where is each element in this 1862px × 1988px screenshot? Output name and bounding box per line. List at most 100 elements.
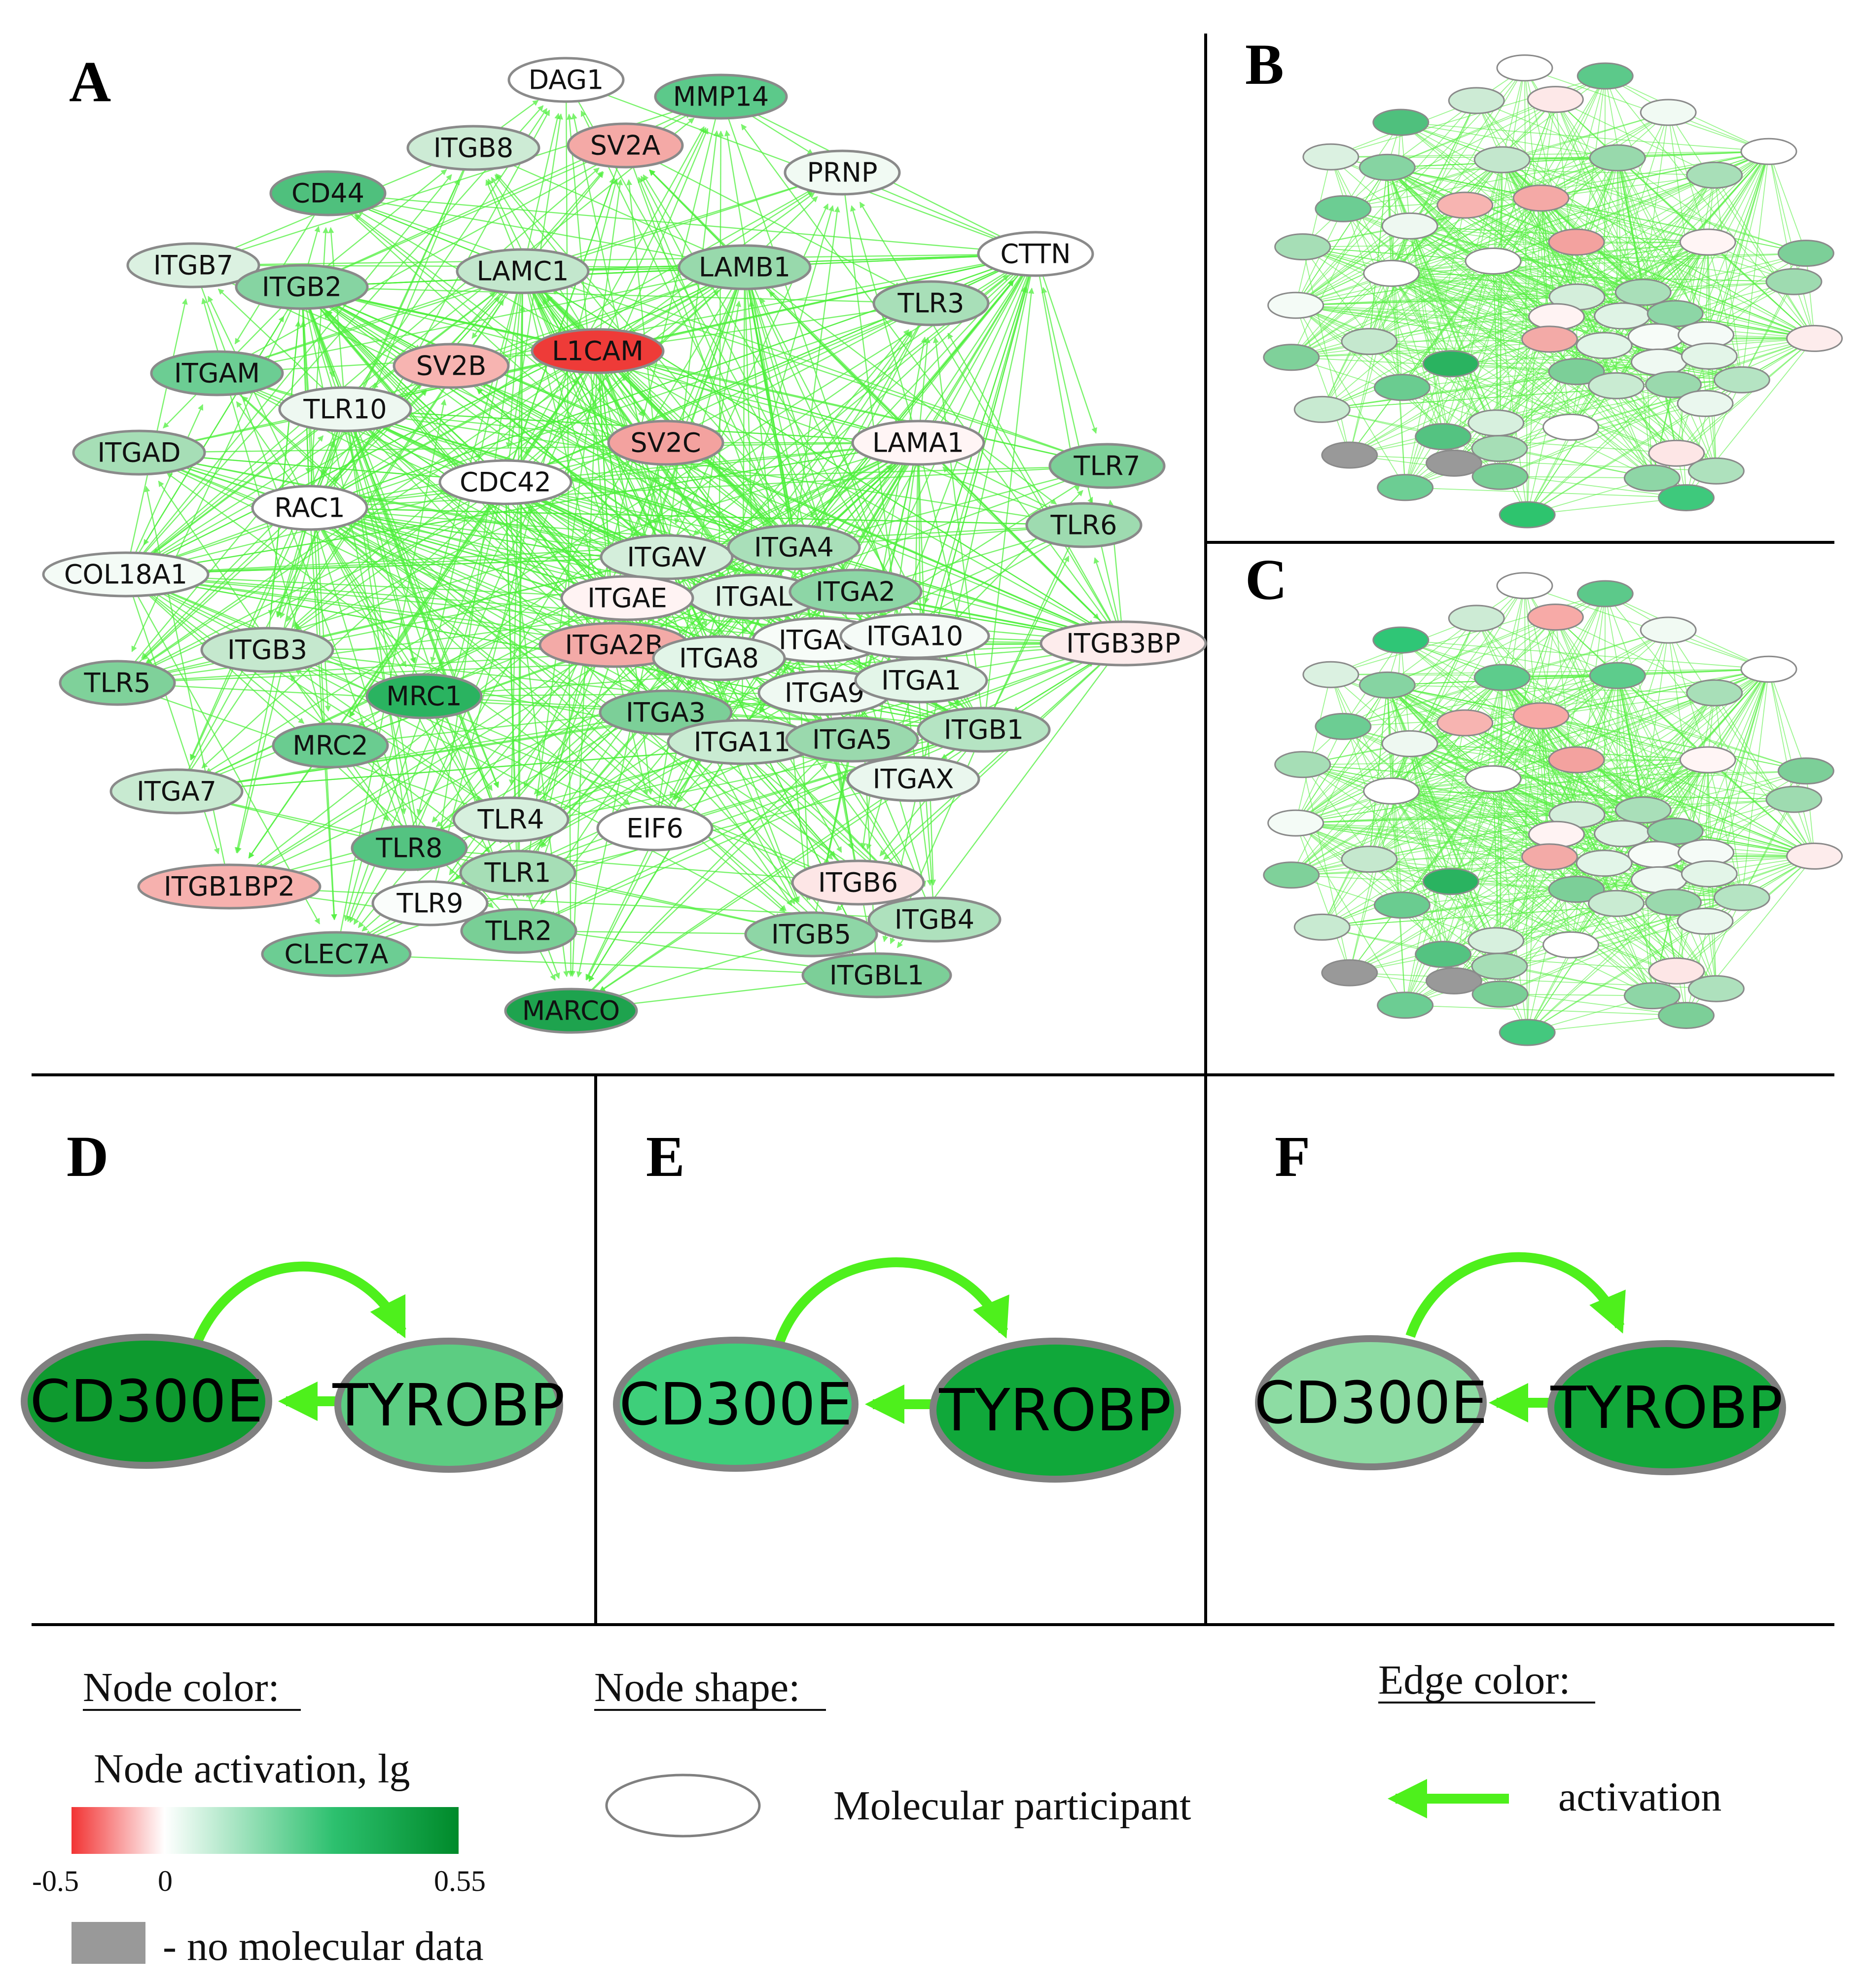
panel-f-cd300e-label: CD300E	[1254, 1369, 1487, 1437]
network-a-edge	[483, 273, 725, 356]
mini-network-edge	[1643, 112, 1670, 292]
network-a-edge	[307, 306, 416, 664]
network-a-node-shape	[1048, 443, 1166, 489]
mini-network-node	[1415, 941, 1472, 968]
network-a-edge	[507, 502, 570, 977]
network-a-node-shape	[126, 242, 260, 288]
network-a-node-shape	[109, 768, 244, 815]
network-a-node-shape	[867, 896, 1002, 943]
mini-network-node	[1594, 820, 1651, 848]
network-a-node-label: COL18A1	[64, 559, 187, 590]
panel-label-a: A	[69, 49, 111, 114]
network-a-edge	[814, 473, 1074, 543]
panel-e-cd300e-label: CD300E	[619, 1370, 852, 1438]
network-a-node-tlr7: TLR7	[1048, 443, 1166, 489]
network-a-node-label: DAG1	[529, 65, 604, 96]
mini-network-node	[1293, 913, 1351, 941]
network-a-node-shape	[727, 524, 861, 570]
network-a-edge	[526, 464, 1074, 483]
mini-network-edge	[1400, 122, 1541, 199]
mini-network-node	[1448, 604, 1505, 632]
network-a-node-mrc2: MRC2	[272, 722, 389, 769]
mini-network-edge	[1409, 225, 1687, 498]
mini-network-edge	[1387, 167, 1452, 364]
network-a-edge	[134, 404, 204, 556]
mini-network-node	[1640, 616, 1697, 644]
network-a-node-shape	[1025, 502, 1143, 548]
mini-network-node	[1359, 671, 1416, 699]
mini-network-node	[1786, 324, 1843, 352]
network-a-node-shape	[652, 635, 786, 681]
network-panel-b	[1263, 54, 1843, 529]
mini-network-node	[1548, 228, 1605, 256]
panel-borders	[32, 34, 1834, 1626]
network-a-node-label: TLR7	[1074, 451, 1141, 482]
network-a-edge	[527, 113, 560, 251]
network-a-edge	[796, 206, 840, 527]
mini-network-node	[1499, 501, 1556, 529]
network-a-node-label: ITGB4	[895, 904, 974, 935]
network-a-edge	[434, 178, 618, 884]
mini-network-edge	[1302, 246, 1494, 263]
legend: Node color: Node activation, lg -0.5 0 0…	[32, 1657, 1721, 1969]
mini-network-node	[1589, 144, 1646, 172]
mini-network-node	[1267, 291, 1325, 319]
network-a-edge	[318, 299, 640, 537]
network-a-node-shape	[977, 231, 1094, 277]
network-a-node-itga4: ITGA4	[727, 524, 861, 570]
network-a-edge	[328, 227, 344, 389]
network-a-node-shape	[531, 328, 665, 374]
network-a-node-shape	[72, 429, 206, 476]
network-a-node-label: ITGAM	[174, 358, 260, 389]
network-a-edge	[643, 154, 901, 288]
network-a-edge	[347, 429, 407, 815]
mini-network-node	[1542, 413, 1600, 441]
network-a-edge	[326, 310, 613, 584]
network-a-edge	[129, 298, 188, 555]
network-a-node-label: MMP14	[673, 81, 769, 112]
mini-network-node	[1468, 409, 1525, 437]
mini-network-node	[1363, 259, 1420, 287]
mini-network-edge	[1409, 225, 1794, 284]
network-a-edge	[322, 286, 897, 305]
mini-network-node	[1267, 809, 1325, 837]
mini-network-node	[1528, 303, 1585, 330]
network-a-node-shape	[272, 722, 389, 769]
panel-d-diagram: CD300E TYROBP	[21, 1261, 565, 1473]
network-a-edge	[524, 316, 900, 475]
mini-network-node	[1512, 184, 1570, 212]
network-a-node-itgb6: ITGB6	[791, 859, 925, 906]
mini-network-node	[1302, 143, 1360, 171]
mini-network-node	[1373, 891, 1431, 919]
mini-network-node	[1679, 746, 1736, 774]
legend-no-data-swatch	[72, 1922, 145, 1964]
network-a-node-label: ITGAL	[715, 581, 792, 612]
mini-network-node	[1341, 846, 1398, 873]
mini-network-edge	[1322, 226, 1410, 410]
network-a-edge	[295, 494, 489, 631]
network-a-edge	[344, 291, 518, 922]
network-a-edge	[142, 586, 491, 852]
mini-network-edge	[1290, 296, 1577, 359]
legend-edge-label: activation	[1558, 1774, 1721, 1820]
network-a-node-sv2b: SV2B	[393, 343, 510, 389]
mini-network-edge	[1391, 273, 1815, 340]
network-a-node-label: TLR8	[376, 833, 443, 864]
network-a-edge	[985, 287, 1035, 710]
network-a-node-label: ITGB8	[433, 133, 513, 164]
network-a-edge	[912, 463, 919, 603]
mini-network-node	[1471, 435, 1528, 462]
network-a-node-itgav: ITGAV	[600, 534, 734, 580]
network-a-node-label: ITGB5	[771, 919, 851, 950]
mini-network-node	[1588, 372, 1645, 399]
mini-network-node	[1627, 323, 1684, 351]
panel-d-activation-arrow-top	[190, 1261, 406, 1350]
network-a-node-label: TLR1	[484, 857, 551, 888]
legend-node-shape-title: Node shape:	[594, 1665, 800, 1710]
network-a-edge	[361, 561, 779, 932]
mini-network-node	[1465, 247, 1522, 275]
network-a-edge	[301, 651, 964, 728]
network-a-node-clec7a: CLEC7A	[261, 931, 412, 977]
mini-network-edge	[1605, 75, 1815, 339]
mini-network-edge	[1540, 197, 1708, 243]
